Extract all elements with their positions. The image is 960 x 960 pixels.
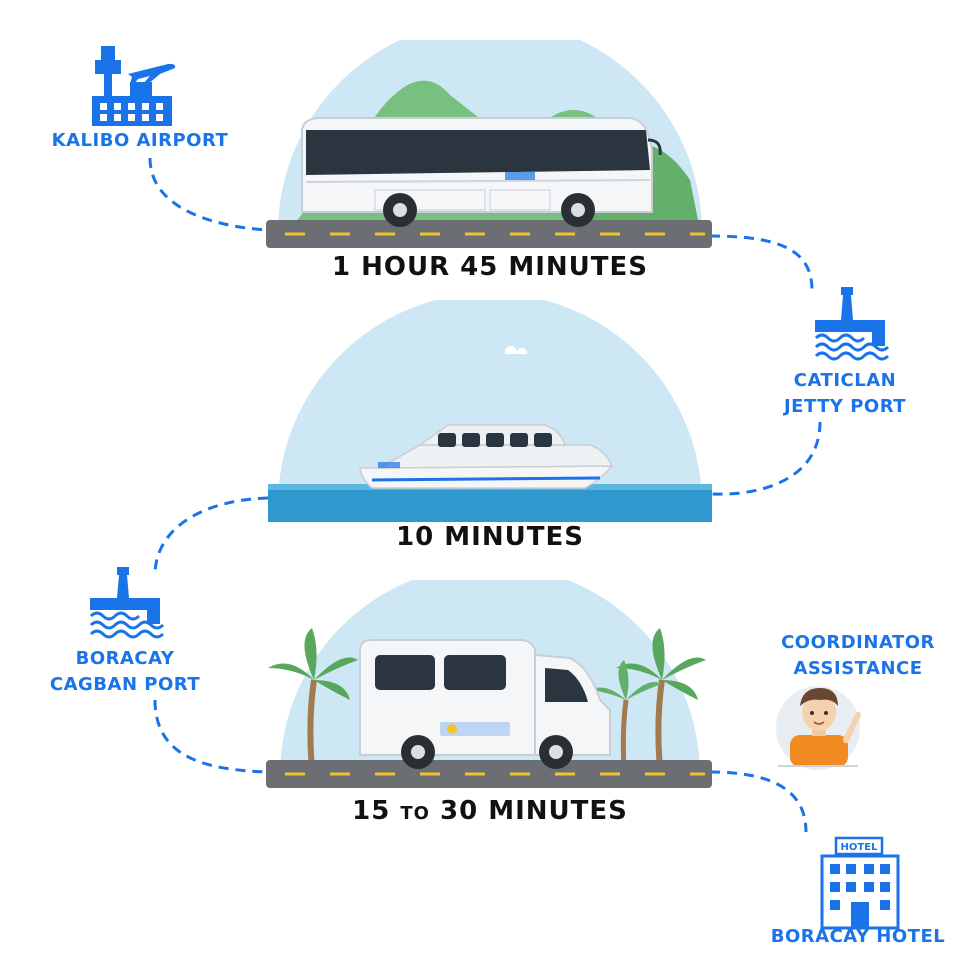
van-icon (359, 639, 611, 769)
duration-van-to: TO (400, 803, 430, 824)
hotel-icon: HOTEL (820, 836, 900, 930)
duration-van-end: 30 MINUTES (440, 796, 628, 826)
van-road (266, 760, 712, 788)
route-bus-to-caticlan (709, 234, 814, 291)
boat-cloud (505, 346, 528, 354)
route-caticlan-to-boat (711, 421, 822, 496)
route-airport-to-bus (148, 157, 269, 232)
duration-boat: 10 MINUTES (396, 522, 584, 552)
port-icon (89, 567, 165, 639)
bus-icon (301, 117, 662, 227)
van-scene (266, 580, 712, 788)
label-boracay-cagban-port: BORACAY CAGBAN PORT (35, 646, 215, 698)
label-coordinator-line1: COORDINATOR (781, 632, 935, 653)
boat-icon (359, 424, 614, 489)
label-coordinator-line2: ASSISTANCE (793, 658, 923, 679)
duration-van: 15 TO 30 MINUTES (268, 796, 712, 826)
duration-van-start: 15 (352, 796, 391, 826)
hotel-sign-text: HOTEL (841, 842, 879, 853)
bus-scene (266, 40, 712, 248)
duration-bus: 1 HOUR 45 MINUTES (331, 252, 649, 282)
route-cagban-to-van (153, 699, 269, 774)
label-boracay-hotel: BORACAY HOTEL (770, 926, 946, 947)
route-boat-to-cagban (153, 496, 269, 576)
label-caticlan-line1: CATICLAN (793, 370, 897, 391)
bus-road (266, 220, 712, 248)
label-caticlan-line2: JETTY PORT (783, 396, 907, 417)
label-cagban-line1: BORACAY (75, 648, 175, 669)
airport-icon (92, 46, 172, 126)
label-kalibo-airport: KALIBO AIRPORT (51, 130, 229, 151)
label-caticlan-jetty-port: CATICLAN JETTY PORT (770, 368, 920, 420)
coordinator-avatar-icon (776, 686, 861, 770)
route-dashes (148, 157, 822, 833)
label-cagban-line2: CAGBAN PORT (49, 674, 201, 695)
boat-sea (268, 484, 712, 522)
label-coordinator-assistance: COORDINATOR ASSISTANCE (758, 630, 958, 682)
boat-scene (268, 300, 712, 522)
airplane-icon (128, 63, 176, 84)
route-van-to-hotel (709, 770, 808, 833)
port-icon (814, 287, 890, 361)
